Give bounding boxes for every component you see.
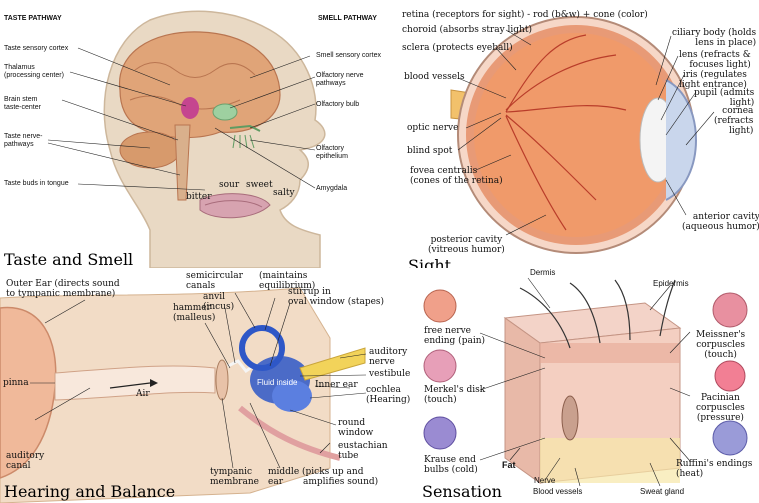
pupil-label: pupil (admits light) [694,88,754,108]
cochlea-label: cochlea (Hearing) [366,385,410,405]
pinna-label: pinna [3,378,29,388]
hearing-caption: Hearing and Balance [4,482,175,501]
smell-cortex-label: Smell sensory cortex [316,52,381,60]
olfactory-bulb-label: Olfactory bulb [316,101,359,109]
auditory-nerve-label: auditory nerve [369,347,407,367]
sweat-gland-label: Sweat gland [640,488,684,496]
epidermis-label: Epidermis [653,280,689,288]
hammer-label: hammer (malleus) [173,303,215,323]
merkel-disk-label: Merkel's disk (touch) [424,385,485,405]
eustachian-tube-label: eustachian tube [338,441,388,461]
hearing-panel: Outer Ear (directs sound to tympanic mem… [0,268,420,503]
lens-label: lens (refracts & focuses light) [679,50,751,70]
sensation-panel: Dermis Epidermis free nerve ending (pain… [420,268,759,503]
posterior-cavity-label: posterior cavity (vitreous humor) [428,235,505,255]
ruffini-endings-label: Ruffini's endings (heat) [676,459,752,479]
pacinian-corpuscles-label: Pacinian corpuscles (pressure) [696,393,745,423]
cornea-label: cornea (refracts light) [714,106,753,136]
taste-nerve-label: Taste nerve- pathways [4,133,43,149]
blind-spot-label: blind spot [407,146,452,156]
nerve-label: Nerve [534,477,555,485]
sour-label: sour [219,180,239,190]
thalamus-label: Thalamus (processing center) [4,64,64,80]
taste-smell-illustration [0,0,396,268]
optic-nerve-label: optic nerve [407,123,458,133]
sclera-label: sclera (protects eyeball) [402,43,513,53]
fovea-label: fovea centralis (cones of the retina) [410,166,503,186]
iris-label: iris (regulates light entrance) [679,70,747,90]
tympanic-membrane-label: tympanic membrane [210,467,259,487]
semicircular-canals-label: semicircular canals [186,271,243,291]
smell-pathway-header: SMELL PATHWAY [318,15,377,23]
blood-vessels-label: blood vessels [404,72,465,82]
sweet-label: sweet [246,180,273,190]
choroid-label: choroid (absorbs stray light) [402,25,532,35]
middle-ear-label: middle (picks up and ear amplifies sound… [268,467,378,487]
air-label: Air [136,389,150,399]
meissner-corpuscles-label: Meissner's corpuscles (touch) [696,330,745,360]
outer-ear-label: Outer Ear (directs sound to tympanic mem… [6,279,120,299]
taste-pathway-header: TASTE PATHWAY [4,15,62,23]
retina-label: retina (receptors for sight) - rod (b&w)… [402,10,648,20]
krause-end-bulbs-label: Krause end bulbs (cold) [424,455,478,475]
brainstem-label: Brain stem taste-center [4,96,41,112]
dermis-label: Dermis [530,269,555,277]
sight-caption: Sight [408,256,451,268]
vestibule-label: vestibule [369,369,410,379]
sight-panel: retina (receptors for sight) - rod (b&w)… [396,0,759,268]
salty-label: salty [273,188,295,198]
blood-vessels-label: Blood vessels [533,488,582,496]
bitter-label: bitter [186,192,212,202]
olfactory-nerve-label: Olfactory nerve pathways [316,72,363,88]
inner-ear-label: Inner ear [315,380,358,390]
auditory-canal-label: auditory canal [6,451,44,471]
sensation-caption: Sensation [422,482,502,501]
free-nerve-ending-label: free nerve ending (pain) [424,326,485,346]
amygdala-label: Amygdala [316,185,347,193]
taste-smell-panel: TASTE PATHWAY SMELL PATHWAY Taste sensor… [0,0,396,268]
taste-buds-label: Taste buds in tongue [4,180,69,188]
fluid-inside-label: Fluid inside [257,379,297,387]
anterior-cavity-label: anterior cavity (aqueous humor) [682,212,759,232]
stirrup-label: stirrup in oval window (stapes) [288,287,384,307]
taste-smell-caption: Taste and Smell [4,250,133,268]
olfactory-epithelium-label: Olfactory epithelium [316,145,348,161]
round-window-label: round window [338,418,373,438]
ciliary-body-label: ciliary body (holds lens in place) [672,28,756,48]
fat-label: Fat [502,461,516,469]
taste-sensory-cortex-label: Taste sensory cortex [4,45,68,53]
